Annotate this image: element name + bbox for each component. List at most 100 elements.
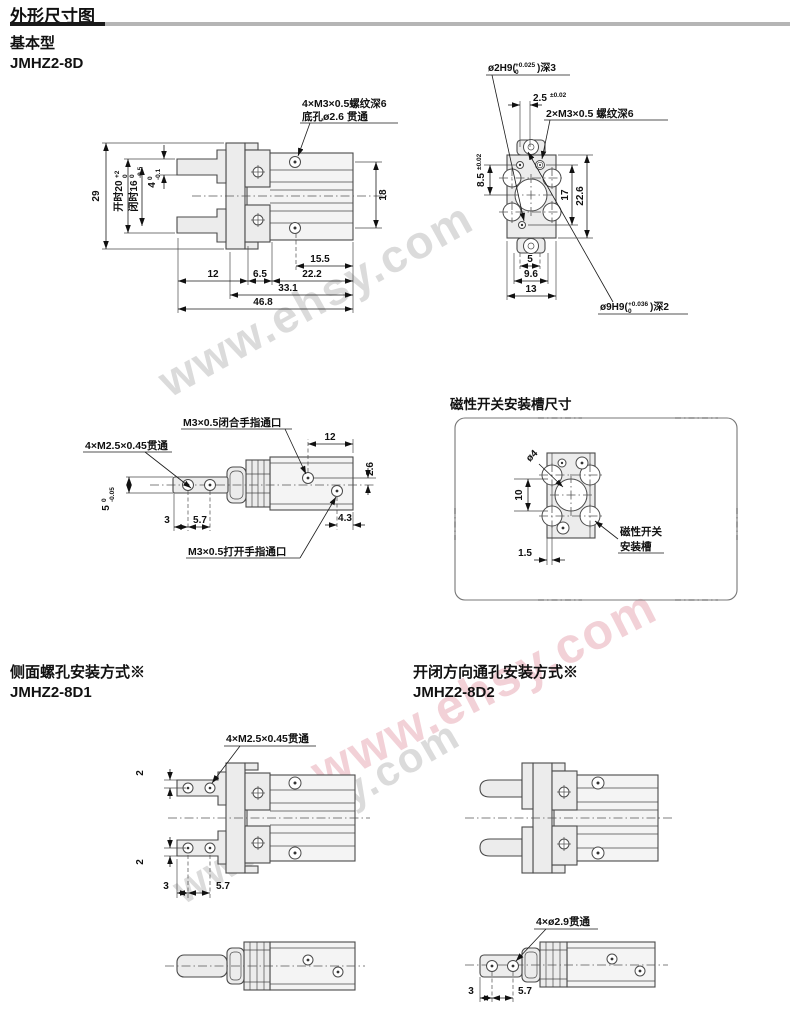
dim-5-7: 5.7 — [216, 881, 230, 892]
thread-note-line2: 底孔ø2.6 贯通 — [302, 110, 368, 123]
dim-10: 10 — [514, 489, 525, 501]
svg-text:0: 0 — [101, 498, 108, 502]
dim-o4: ø4 — [524, 448, 540, 464]
d1-side-view: 4×M2.5×0.45贯通 2 2 3 5.7 — [135, 733, 370, 898]
svg-text:安装槽: 安装槽 — [620, 540, 652, 553]
d1-section-header: 侧面螺孔安装方式※ JMHZ2-8D1 — [10, 663, 145, 703]
d2-side-view — [465, 762, 675, 874]
d2-thru-label: 4×ø2.9贯通 — [515, 916, 598, 962]
d1-bottom-view — [165, 941, 365, 991]
dim-33-1: 33.1 — [278, 283, 298, 294]
svg-text:闭时16: 闭时16 — [127, 180, 140, 212]
dim-5: 5 0 -0.05 — [101, 487, 116, 511]
dim-2-bottom: 2 — [135, 859, 146, 865]
svg-text:开时20: 开时20 — [112, 180, 125, 212]
switch-slot-geometry — [539, 452, 603, 539]
title-rule — [105, 22, 790, 26]
close-port-label: M3×0.5闭合手指通口 — [181, 416, 307, 475]
bore-label-pre: ø9H9( — [600, 302, 628, 313]
dim-5: 5 — [527, 254, 533, 265]
dim-5-7: 5.7 — [193, 515, 207, 526]
basic-side-view: 4×M3×0.5螺纹深6 底孔ø2.6 贯通 29 开时20 +2 0 闭时16… — [91, 97, 398, 313]
side-note-label: 4×M3×0.5螺纹深6 底孔ø2.6 贯通 — [297, 97, 398, 157]
panel-break-marks — [454, 417, 738, 601]
dim-22-6: 22.6 — [575, 186, 586, 206]
basic-type-label: 基本型 — [10, 35, 56, 52]
dim-open: 开时20 +2 0 — [112, 170, 129, 211]
dim-2-6: 2.6 — [365, 462, 376, 476]
svg-text:-0.1: -0.1 — [155, 168, 162, 180]
svg-text:M3×0.5闭合手指通口: M3×0.5闭合手指通口 — [183, 416, 281, 429]
side-dimensions: 29 开时20 +2 0 闭时16 0 -0.5 4 0 -0.1 — [91, 142, 389, 313]
dim-2-top: 2 — [135, 770, 146, 776]
d2-model: JMHZ2-8D2 — [413, 684, 495, 701]
dim-4-3: 4.3 — [338, 513, 352, 524]
dim-9-6: 9.6 — [524, 269, 538, 280]
dim-6-5: 6.5 — [253, 269, 267, 280]
svg-text:0: 0 — [129, 174, 136, 178]
d2-title: 开闭方向通孔安装方式※ — [413, 664, 579, 681]
dim-2-5-tol: ±0.02 — [550, 92, 567, 99]
gripper-rear-geometry — [499, 139, 565, 254]
dim-17: 17 — [560, 189, 571, 201]
dim-15-5: 15.5 — [310, 254, 330, 265]
svg-text:0: 0 — [122, 174, 129, 178]
d1-dimensions: 2 2 3 5.7 — [135, 769, 230, 898]
pin-label-pre: ø2H9( — [488, 63, 516, 74]
rear-pin-label: ø2H9( +0.025 0 )深3 — [486, 61, 570, 222]
svg-text:±0.02: ±0.02 — [476, 153, 483, 170]
rear-dimensions: 2.5 ±0.02 8.5 ±0.02 17 22.6 5 — [476, 92, 593, 300]
bore-label-sup: +0.036 — [628, 301, 648, 308]
thread-note-line1: 4×M3×0.5螺纹深6 — [302, 97, 387, 110]
dim-18: 18 — [378, 189, 389, 201]
dim-8-5: 8.5 ±0.02 — [476, 153, 487, 187]
dim-1-5: 1.5 — [518, 548, 532, 559]
d1-geometry — [168, 762, 370, 874]
dim-22-2: 22.2 — [302, 269, 322, 280]
bore-label-post: )深2 — [650, 300, 669, 313]
dim-3: 3 — [163, 881, 169, 892]
d2-bottom-view: 4×ø2.9贯通 3 5.7 — [465, 916, 668, 1002]
dim-46-8: 46.8 — [253, 297, 273, 308]
svg-text:4×M2.5×0.45贯通: 4×M2.5×0.45贯通 — [226, 733, 309, 745]
slot-label: 磁性开关 安装槽 — [594, 520, 664, 554]
switch-slot-panel: ø4 10 1.5 磁性开关 安装槽 — [454, 417, 738, 601]
dim-4: 4 0 -0.1 — [147, 168, 162, 187]
d2-section-header: 开闭方向通孔安装方式※ JMHZ2-8D2 — [413, 663, 578, 703]
d2-geometry — [465, 762, 675, 874]
title-underline — [10, 22, 105, 26]
dim-13: 13 — [525, 284, 537, 295]
page-title: 外形尺寸图 — [10, 7, 95, 26]
d1-thru-label: 4×M2.5×0.45贯通 — [211, 733, 316, 784]
thread-label: 2×M3×0.5 螺纹深6 — [546, 107, 634, 120]
basic-rear-view: ø2H9( +0.025 0 )深3 ø9H9( +0.036 0 )深2 2×… — [476, 61, 688, 315]
rear-bore-label: ø9H9( +0.036 0 )深2 — [527, 151, 688, 315]
svg-text:M3×0.5打开手指通口: M3×0.5打开手指通口 — [188, 545, 286, 558]
basic-section-header: 基本型 JMHZ2-8D — [10, 34, 83, 74]
basic-model: JMHZ2-8D — [10, 55, 84, 72]
dim-2-5: 2.5 — [533, 93, 547, 104]
gripper-side-geometry — [176, 142, 390, 250]
basic-bottom-view: M3×0.5闭合手指通口 4×M2.5×0.45贯通 M3×0.5打开手指通口 … — [83, 416, 376, 559]
dim-29: 29 — [91, 190, 102, 202]
bottom-dimensions: 12 2.6 4.3 5 0 -0.05 3 5.7 — [101, 432, 376, 531]
svg-text:-0.5: -0.5 — [137, 166, 144, 178]
dim-3: 3 — [164, 515, 170, 526]
gripper-bottom-geometry — [150, 456, 375, 511]
open-port-label: M3×0.5打开手指通口 — [186, 496, 337, 559]
pin-label-post: )深3 — [537, 61, 556, 74]
pin-label-sub: 0 — [515, 69, 519, 76]
pin-label-sup: +0.025 — [515, 62, 535, 69]
svg-text:+2: +2 — [114, 170, 121, 178]
dim-5-7: 5.7 — [518, 986, 532, 997]
svg-text:磁性开关: 磁性开关 — [620, 525, 662, 538]
dim-closed: 闭时16 0 -0.5 — [127, 166, 144, 211]
svg-text:4×ø2.9贯通: 4×ø2.9贯通 — [536, 916, 590, 928]
switch-panel-title: 磁性开关安装槽尺寸 — [450, 397, 572, 412]
svg-text:0: 0 — [147, 176, 154, 180]
d1-title: 侧面螺孔安装方式※ — [10, 664, 146, 681]
svg-text:4: 4 — [147, 182, 158, 188]
dim-3: 3 — [468, 986, 474, 997]
rear-thread-label: 2×M3×0.5 螺纹深6 — [540, 107, 668, 160]
